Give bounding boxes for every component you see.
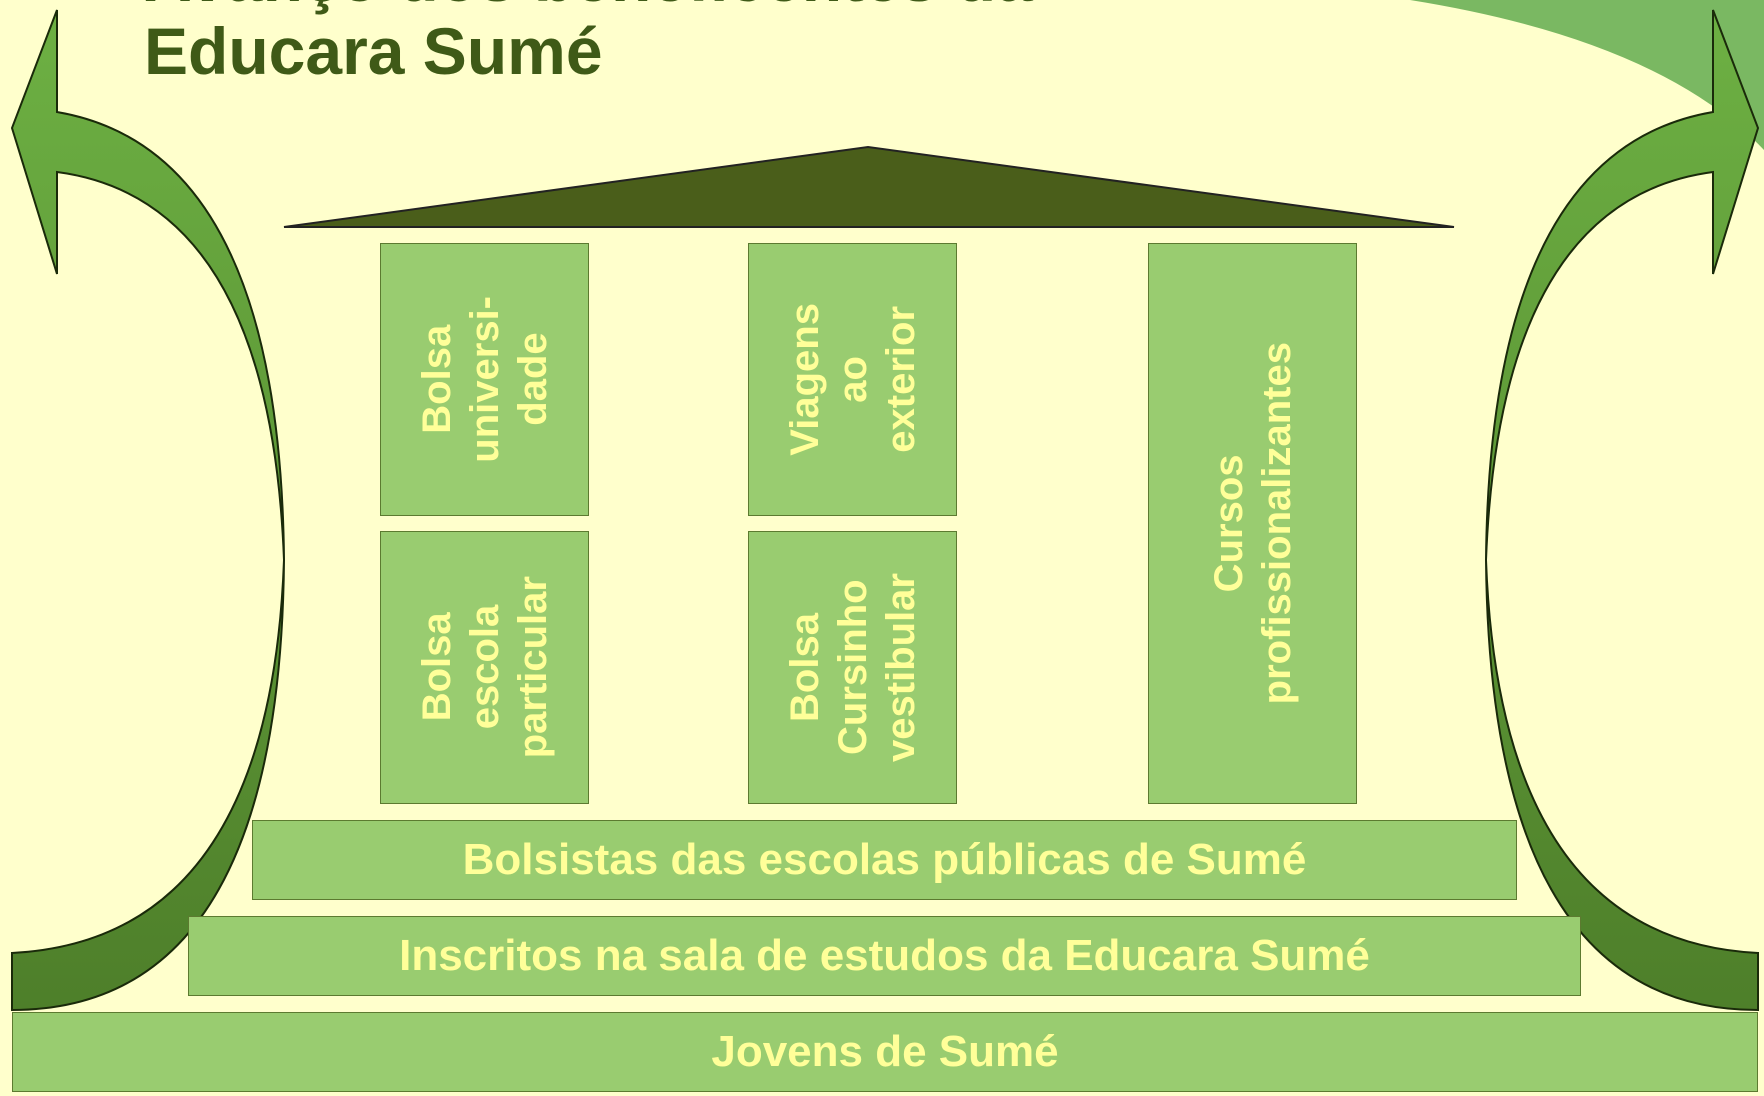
corner-leaf-decoration	[1410, 0, 1764, 150]
tier-bolsistas-escolas-publicas: Bolsistas das escolas públicas de Sumé	[252, 820, 1517, 900]
page-title: Avanço dos beneficentes da Educara Sumé	[144, 0, 1033, 87]
pillar-bolsa-escola-particular: Bolsa escola particular	[380, 531, 589, 804]
right-curved-arrow	[1484, 9, 1760, 1012]
pillar-label: Cursos profissionalizantes	[1206, 342, 1299, 705]
pillar-label: Viagens ao exterior	[782, 303, 923, 456]
pillar-label: Bolsa Cursinho vestibular	[782, 573, 923, 762]
tier-label: Jovens de Sumé	[711, 1027, 1059, 1076]
tier-label: Inscritos na sala de estudos da Educara …	[399, 931, 1370, 980]
pillar-bolsa-cursinho-vestibular: Bolsa Cursinho vestibular	[748, 531, 957, 804]
title-line-1: Avanço dos beneficentes da	[144, 0, 1033, 15]
pillar-viagens-exterior: Viagens ao exterior	[748, 243, 957, 516]
tier-label: Bolsistas das escolas públicas de Sumé	[462, 835, 1307, 884]
tier-jovens-sume: Jovens de Sumé	[12, 1012, 1758, 1092]
pillar-bolsa-universidade: Bolsa universi- dade	[380, 243, 589, 516]
left-curved-arrow	[10, 9, 286, 1012]
pillar-label: Bolsa universi- dade	[414, 296, 555, 463]
title-line-2: Educara Sumé	[144, 13, 603, 88]
roof-triangle	[283, 145, 1455, 228]
tier-inscritos-sala-estudos: Inscritos na sala de estudos da Educara …	[188, 916, 1581, 996]
pillar-label: Bolsa escola particular	[414, 576, 555, 759]
pillar-cursos-profissionalizantes: Cursos profissionalizantes	[1148, 243, 1357, 804]
